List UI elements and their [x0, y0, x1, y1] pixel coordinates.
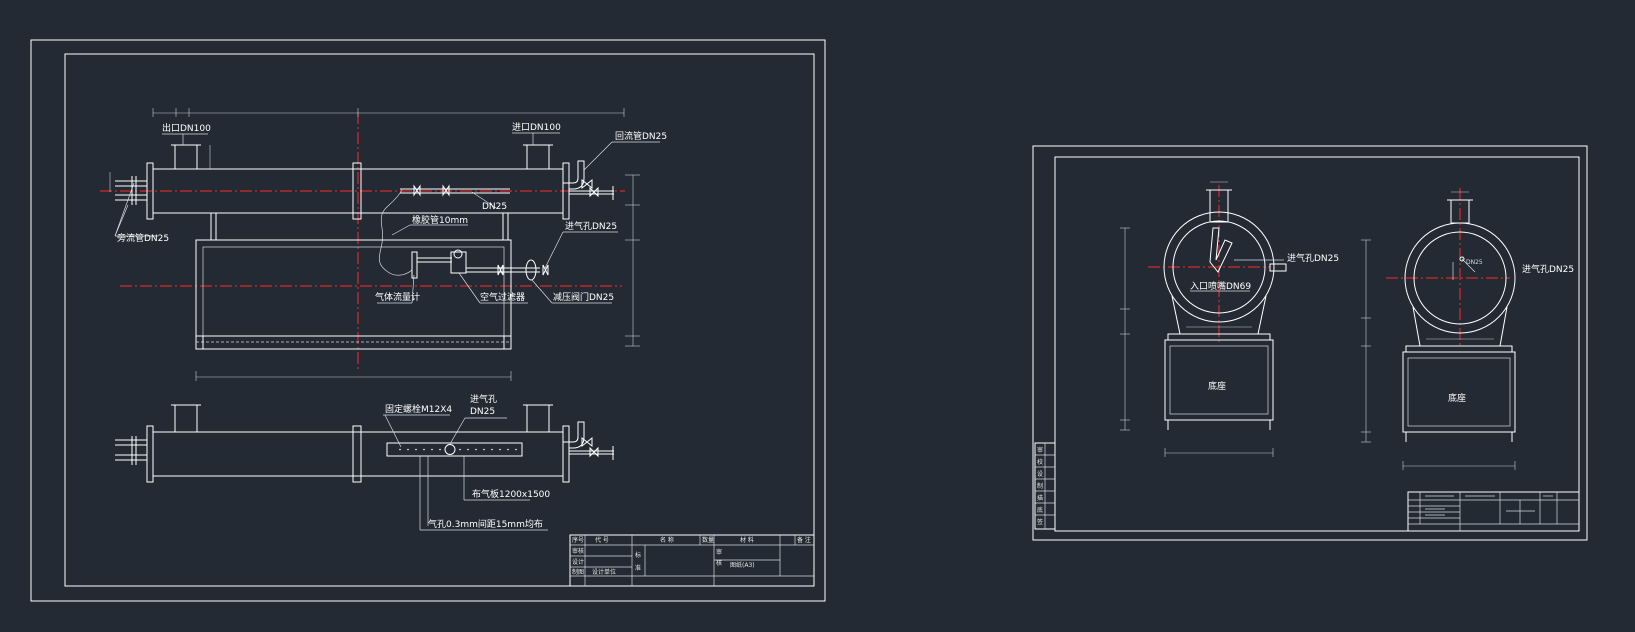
- base-left-label: 底座: [1208, 380, 1226, 392]
- base-left: [1164, 339, 1274, 421]
- sheet-1-outer-border: [30, 39, 826, 602]
- tb-designer: 设计单位: [592, 568, 616, 576]
- drain-pipe-label: 旁流管DN25: [117, 232, 169, 244]
- tb-col-code: 代 号: [595, 536, 609, 544]
- air-filter-label: 空气过滤器: [480, 291, 525, 303]
- sheet-2-title-block: [1407, 491, 1580, 532]
- tb-col-remark: 备 注: [797, 536, 811, 544]
- tb-col-index: 序号: [572, 536, 584, 544]
- pressure-reducing-valve: [525, 259, 537, 281]
- vessel-inner-circle-right: [1413, 231, 1507, 325]
- inlet-nozzle-label: 入口喷嘴DN69: [1190, 281, 1251, 292]
- sheet-2-side-strip: 审 校 设 制 描 底 签: [1034, 442, 1056, 530]
- dn25-small-label: DN25: [1466, 259, 1483, 266]
- rubber-hose: [378, 189, 413, 276]
- air-hole-label: 进气孔: [470, 393, 497, 405]
- gas-flowmeter: [411, 251, 418, 279]
- anchor-bolt-label: 固定螺栓M12X4: [385, 403, 452, 415]
- strip-cell-5: 描: [1037, 494, 1043, 502]
- inlet-label: 进口DN100: [512, 122, 561, 133]
- air-inlet-label: 进气孔DN25: [565, 220, 617, 232]
- strip-cell-3: 设: [1037, 470, 1043, 478]
- vessel-inner-circle-left: [1172, 220, 1266, 314]
- tb-col-name: 名 称: [660, 536, 674, 544]
- left-flange: [146, 162, 154, 220]
- air-inlet-hole: [444, 444, 456, 455]
- vessel-outer-circle-left: [1163, 211, 1275, 323]
- dn25-label: DN25: [482, 202, 507, 212]
- front-elevation-view: 出口DN100 进口DN100 回流管DN25 旁流管DN25 DN25 橡胶管…: [100, 108, 667, 381]
- middle-flange: [352, 162, 362, 220]
- strip-cell-6: 底: [1037, 506, 1043, 514]
- side-view-left: 进气孔DN25 入口喷嘴DN69 底座: [1120, 181, 1339, 457]
- outlet-label: 出口DN100: [162, 122, 211, 134]
- sheet-1: 出口DN100 进口DN100 回流管DN25 旁流管DN25 DN25 橡胶管…: [30, 39, 826, 602]
- base-frame: [195, 239, 512, 350]
- flowmeter-label: 气体流量计: [375, 291, 420, 303]
- tb-mark-1: 标: [635, 551, 641, 559]
- rubber-hose-label: 橡胶管10mm: [412, 214, 468, 226]
- tb-col-qty: 数量: [702, 536, 714, 544]
- sheet-2: 进气孔DN25 入口喷嘴DN69 底座: [1032, 145, 1588, 541]
- sheet-1-inner-border: [64, 53, 815, 587]
- outlet-nozzle: [174, 144, 198, 170]
- air-inlet-left-label: 进气孔DN25: [1287, 252, 1339, 264]
- air-hole-dn-label: DN25: [470, 407, 495, 417]
- strip-cell-7: 签: [1037, 518, 1043, 526]
- base-right: [1402, 351, 1516, 433]
- pressure-valve-label: 减压阀门DN25: [553, 291, 614, 303]
- sheet-2-outer-border: [1032, 145, 1588, 541]
- inlet-nozzle: [526, 144, 550, 170]
- strip-cell-2: 校: [1037, 458, 1043, 466]
- strip-cell-1: 审: [1037, 446, 1043, 454]
- tb-drawing-name: 图纸(A3): [730, 561, 755, 569]
- pore-note-label: 气孔0.3mm间距15mm均布: [428, 518, 543, 530]
- strip-cell-4: 制: [1037, 482, 1043, 490]
- sheet-2-inner-border: [1054, 156, 1580, 532]
- sheet-1-title-block: 序号 代 号 名 称 数量 材 料 备 注 审核 设计 制图 设计单位 标 准 …: [569, 534, 815, 587]
- distribution-plate-label: 布气板1200x1500: [472, 488, 550, 500]
- air-filter: [450, 251, 467, 274]
- base-right-label: 底座: [1448, 392, 1466, 404]
- return-pipe-label: 回流管DN25: [615, 130, 667, 142]
- plan-pipe-body: [152, 431, 564, 477]
- return-pipe: [563, 160, 585, 190]
- plan-view: 固定螺栓M12X4 进气孔 DN25 布气板1200x1500 气孔0.3mm间…: [115, 393, 614, 531]
- inlet-nozzle-left: [1209, 227, 1233, 273]
- tb-check-2: 核: [716, 559, 722, 567]
- tb-check-1: 审: [716, 548, 722, 556]
- tb-mark-2: 准: [635, 564, 641, 572]
- tb-col-material: 材 料: [740, 536, 754, 544]
- tb-row-design: 设计: [572, 558, 584, 566]
- air-inlet-right-label: 进气孔DN25: [1522, 263, 1574, 275]
- tb-row-review: 审核: [572, 547, 584, 555]
- tb-row-draw: 制图: [572, 568, 584, 576]
- side-view-right: DN25 进气孔DN25 底座: [1361, 188, 1574, 470]
- air-distribution-plate: [386, 442, 523, 457]
- distribution-holes: [399, 448, 517, 451]
